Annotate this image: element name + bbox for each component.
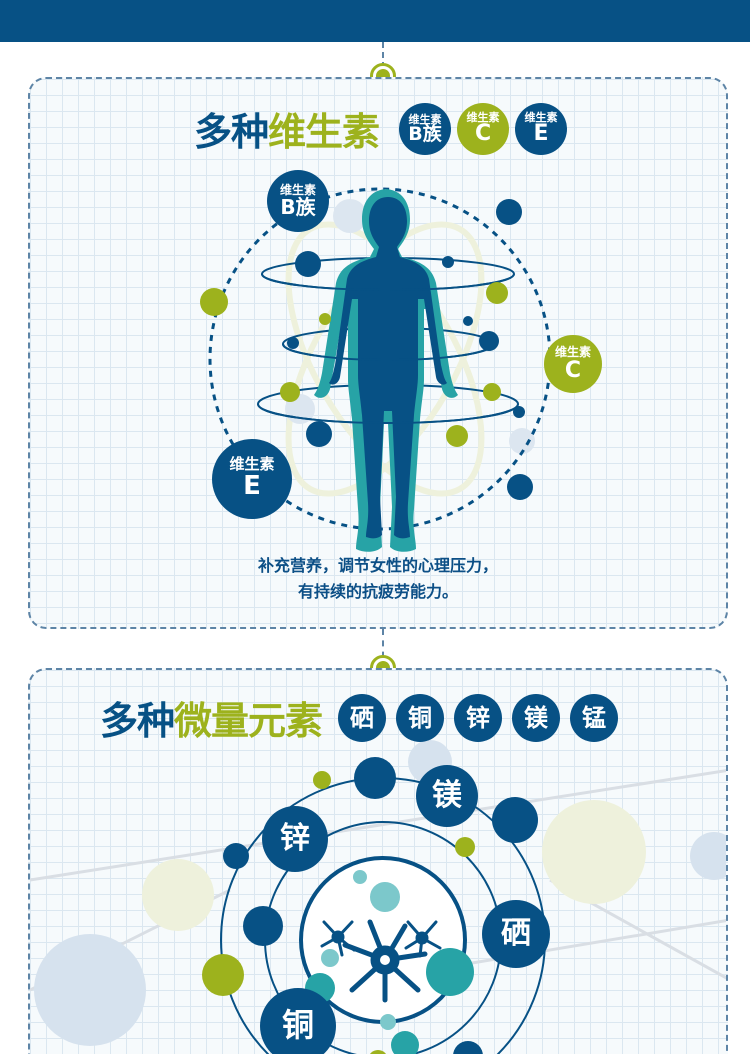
diagram-selenium-label: 硒 [482, 900, 550, 968]
element-badge-zinc: 锌 [454, 693, 503, 742]
diagram-vitamin-e-label: 维生素 E [212, 439, 292, 519]
vitamins-title-row: 多种 维生素 维生素 B族 维生素 C 维生素 E [194, 101, 568, 156]
connector-line [382, 629, 384, 669]
vitamins-title-main: 维生素 [268, 110, 380, 154]
diagram-vitamin-b-label: 维生素 B族 [267, 170, 329, 232]
diagram-copper-label: 铜 [260, 988, 336, 1054]
background-network [30, 740, 726, 1046]
diagram-magnesium-label: 镁 [416, 765, 478, 827]
vitamin-b-badge: 维生素 B族 [399, 102, 452, 155]
element-badge-manganese: 锰 [570, 693, 619, 742]
vitamins-caption: 补充营养，调节女性的心理压力， 有持续的抗疲劳能力。 [257, 556, 498, 601]
cell-orbit-diagram [202, 757, 546, 1054]
vitamin-c-badge: 维生素 C [457, 102, 510, 155]
vitamins-panel: 多种 维生素 维生素 B族 维生素 C 维生素 E [28, 77, 728, 629]
minerals-title-row: 多种 微量元素 硒 铜 锌 镁 锰 [100, 690, 619, 745]
body-orbit-diagram [200, 187, 552, 552]
top-banner [0, 0, 750, 42]
vitamins-title-prefix: 多种 [194, 110, 269, 154]
minerals-title-main: 微量元素 [174, 699, 323, 743]
neuron-icon [320, 919, 442, 1003]
minerals-title-prefix: 多种 [100, 699, 175, 743]
element-badge-magnesium: 镁 [512, 693, 561, 742]
element-badge-selenium: 硒 [338, 693, 387, 742]
vitamin-e-badge: 维生素 E [515, 102, 568, 155]
human-body-icon [314, 189, 458, 552]
diagram-vitamin-c-label: 维生素 C [544, 335, 602, 393]
connector-line [382, 42, 384, 78]
minerals-panel: 多种 微量元素 硒 铜 锌 镁 锰 [28, 668, 728, 1054]
diagram-zinc-label: 锌 [262, 806, 328, 872]
element-badge-copper: 铜 [396, 693, 445, 742]
